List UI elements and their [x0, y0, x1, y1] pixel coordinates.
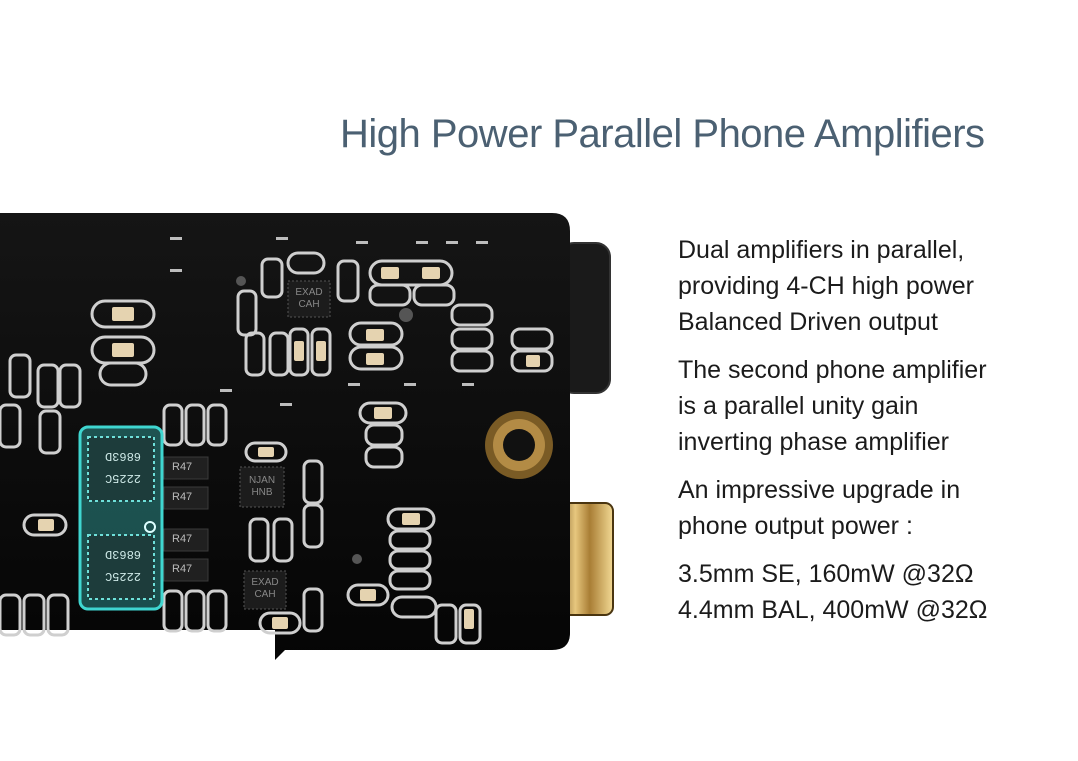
resistor-label: R47: [172, 461, 193, 473]
ic-small-3-marking: EXAD CAH: [251, 577, 279, 600]
amp-chip-2-marking: 2225C 6863D: [105, 547, 142, 583]
pcb-board-image: 2225C 6863D 2225C 6863D R47 R47 R47 R47 …: [0, 205, 620, 675]
text-line: Dual amplifiers in parallel,: [678, 236, 965, 264]
spec-se: 3.5mm SE, 160mW @32Ω: [678, 560, 974, 588]
text-line: phone output power :: [678, 512, 913, 540]
paragraph-parallel: Dual amplifiers in parallel, providing 4…: [678, 232, 1068, 340]
page-title: High Power Parallel Phone Amplifiers: [340, 112, 985, 156]
ic-small-2-marking: NJAN HNB: [248, 475, 276, 498]
power-specs: 3.5mm SE, 160mW @32Ω 4.4mm BAL, 400mW @3…: [678, 556, 1068, 628]
description-column: Dual amplifiers in parallel, providing 4…: [678, 232, 1068, 628]
text-line: An impressive upgrade in: [678, 476, 961, 504]
ic-small-1-marking: EXAD CAH: [295, 287, 323, 310]
text-line: The second phone amplifier: [678, 356, 987, 384]
text-line: inverting phase amplifier: [678, 428, 949, 456]
resistor-label: R47: [172, 533, 193, 545]
text-line: Balanced Driven output: [678, 308, 938, 336]
text-line: is a parallel unity gain: [678, 392, 919, 420]
paragraph-second-amp: The second phone amplifier is a parallel…: [678, 352, 1068, 460]
amp-chip-1-marking: 2225C 6863D: [105, 449, 142, 485]
text-line: providing 4-CH high power: [678, 272, 974, 300]
paragraph-upgrade: An impressive upgrade in phone output po…: [678, 472, 1068, 544]
resistor-label: R47: [172, 491, 193, 503]
spec-bal: 4.4mm BAL, 400mW @32Ω: [678, 596, 988, 624]
resistor-label: R47: [172, 563, 193, 575]
